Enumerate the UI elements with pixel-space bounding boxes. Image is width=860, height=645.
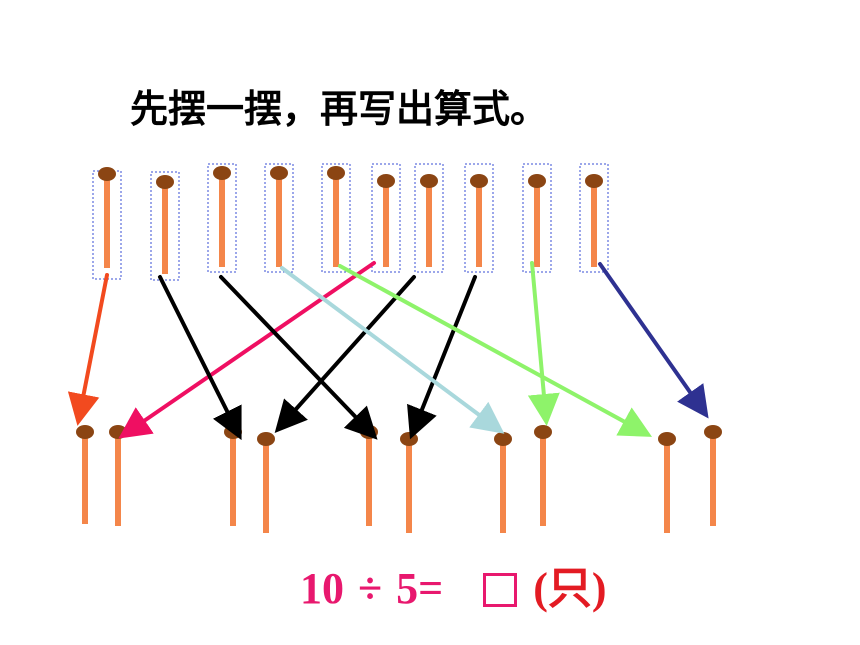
arrow-navy bbox=[598, 262, 709, 419]
matchstick-box bbox=[321, 163, 351, 273]
equation-divisor: 5 bbox=[396, 564, 419, 613]
matchstick-body bbox=[104, 178, 110, 268]
top-matchstick-10 bbox=[579, 163, 609, 273]
matchstick-head bbox=[98, 167, 116, 181]
matchstick-body bbox=[162, 186, 168, 274]
matchstick-head bbox=[585, 174, 603, 188]
bottom-pair-1 bbox=[76, 425, 127, 526]
matchstick-head bbox=[377, 174, 395, 188]
top-matchstick-6 bbox=[371, 163, 401, 273]
matchstick-head bbox=[528, 174, 546, 188]
matchstick-box bbox=[522, 163, 552, 273]
matchstick-head bbox=[494, 432, 512, 446]
arrow-black-1 bbox=[158, 275, 242, 441]
matchstick-body bbox=[276, 177, 282, 267]
arrow-lightblue bbox=[280, 266, 505, 434]
matchstick-body bbox=[230, 436, 236, 526]
matchstick-box bbox=[207, 163, 237, 273]
matchstick-box bbox=[371, 163, 401, 273]
matchstick-head bbox=[704, 425, 722, 439]
matchstick-head bbox=[213, 166, 231, 180]
equation-operator: ÷ bbox=[358, 564, 383, 613]
arrow-green-1 bbox=[338, 264, 653, 437]
matchstick-body bbox=[366, 436, 372, 526]
bottom-pair-5 bbox=[658, 425, 722, 533]
top-matchsticks bbox=[92, 163, 609, 281]
matchstick-body bbox=[500, 443, 506, 533]
top-matchstick-2 bbox=[150, 171, 180, 281]
matchstick-body bbox=[333, 177, 339, 267]
matchstick-head bbox=[400, 432, 418, 446]
arrow-black-2 bbox=[219, 275, 378, 440]
top-matchstick-5 bbox=[321, 163, 351, 273]
arrow-green-2 bbox=[527, 261, 560, 426]
matchstick-body bbox=[591, 185, 597, 267]
matchstick-body bbox=[534, 185, 540, 267]
matchstick-head bbox=[420, 174, 438, 188]
matchstick-head bbox=[109, 425, 127, 439]
arrows bbox=[67, 261, 709, 441]
bottom-pair-4 bbox=[494, 425, 552, 533]
arrow-black-3 bbox=[274, 275, 416, 433]
matchstick-body bbox=[664, 443, 670, 533]
top-matchstick-7 bbox=[414, 163, 444, 273]
matchstick-body bbox=[406, 443, 412, 533]
matchstick-head bbox=[534, 425, 552, 439]
matchstick-box bbox=[150, 171, 180, 281]
matchstick-box bbox=[579, 163, 609, 273]
answer-box[interactable] bbox=[483, 573, 518, 607]
division-equation: 10 ÷ 5= (只) bbox=[300, 552, 607, 616]
equation-dividend: 10 bbox=[300, 564, 344, 613]
matchstick-head bbox=[257, 432, 275, 446]
top-matchstick-8 bbox=[464, 163, 494, 273]
matchstick-head bbox=[76, 425, 94, 439]
matchstick-body bbox=[426, 185, 432, 267]
instruction-text: 先摆一摆，再写出算式。 bbox=[130, 86, 549, 131]
arrow-pink bbox=[118, 261, 376, 439]
matchstick-body bbox=[383, 185, 389, 267]
matchstick-body bbox=[219, 177, 225, 267]
arrow-red bbox=[67, 273, 109, 426]
matchstick-head bbox=[470, 174, 488, 188]
matchstick-body bbox=[540, 436, 546, 526]
top-matchstick-4 bbox=[264, 163, 294, 273]
equation-equals: = bbox=[418, 564, 444, 613]
top-matchstick-9 bbox=[522, 163, 552, 273]
matchstick-body bbox=[115, 436, 121, 526]
matchstick-head bbox=[327, 166, 345, 180]
top-matchstick-3 bbox=[207, 163, 237, 273]
matchstick-head bbox=[270, 166, 288, 180]
matchstick-box bbox=[414, 163, 444, 273]
equation-unit: (只) bbox=[533, 564, 607, 613]
matchstick-head bbox=[658, 432, 676, 446]
matchstick-body bbox=[476, 185, 482, 267]
arrow-black-4 bbox=[407, 275, 477, 440]
matchstick-body bbox=[82, 436, 88, 524]
matchstick-head bbox=[156, 175, 174, 189]
bottom-pair-2 bbox=[224, 425, 275, 533]
matchstick-body bbox=[710, 436, 716, 526]
matchstick-body bbox=[263, 443, 269, 533]
matchstick-box bbox=[264, 163, 294, 273]
bottom-matchsticks bbox=[76, 425, 722, 533]
matchstick-box bbox=[464, 163, 494, 273]
top-matchstick-1 bbox=[92, 167, 122, 280]
bottom-pair-3 bbox=[360, 425, 418, 533]
